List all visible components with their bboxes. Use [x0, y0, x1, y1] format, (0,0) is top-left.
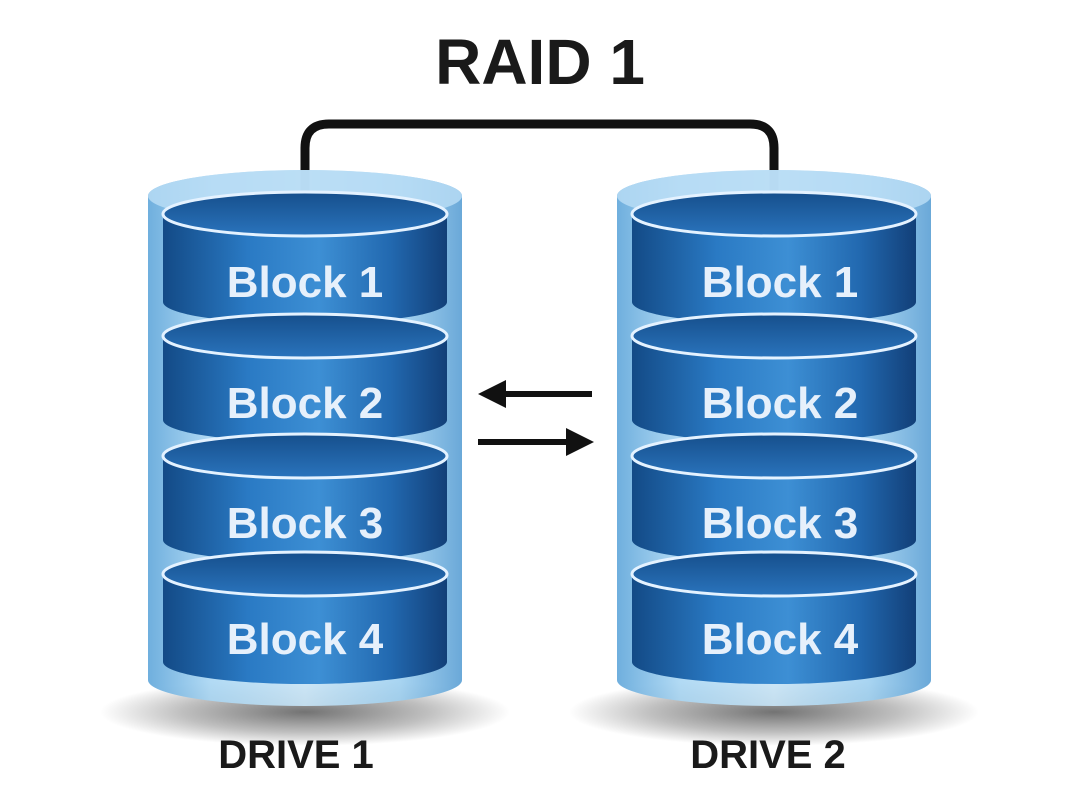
drive-1-block-1: Block 1	[161, 190, 449, 324]
drive-1-block-4: Block 4	[161, 550, 449, 684]
drive-2: Block 1 Block 2 Block 3 Block 4 DRIVE 2	[569, 170, 979, 777]
diagram-title: RAID 1	[435, 26, 645, 98]
drive-1-block-3: Block 3	[161, 432, 449, 562]
block-label: Block 4	[702, 615, 859, 664]
drive-2-block-1: Block 1	[630, 190, 918, 324]
drive-2-block-4: Block 4	[630, 550, 918, 684]
mirror-arrow-left-icon	[478, 380, 592, 408]
mirror-connector-line	[300, 119, 779, 215]
block-label: Block 1	[227, 258, 384, 307]
drive-2-block-2: Block 2	[630, 312, 918, 442]
block-label: Block 3	[227, 499, 384, 548]
drive-1-block-2: Block 2	[161, 312, 449, 442]
block-label: Block 2	[227, 379, 384, 428]
block-label: Block 4	[227, 615, 384, 664]
block-label: Block 3	[702, 499, 859, 548]
drive-2-label: DRIVE 2	[690, 733, 846, 777]
drive-1-label: DRIVE 1	[218, 733, 374, 777]
drive-1: Block 1 Block 2 Block 3 Block 4 DRIVE 1	[100, 170, 510, 777]
block-label: Block 2	[702, 379, 859, 428]
block-label: Block 1	[702, 258, 859, 307]
mirror-arrow-right-icon	[478, 428, 594, 456]
drive-2-block-3: Block 3	[630, 432, 918, 562]
